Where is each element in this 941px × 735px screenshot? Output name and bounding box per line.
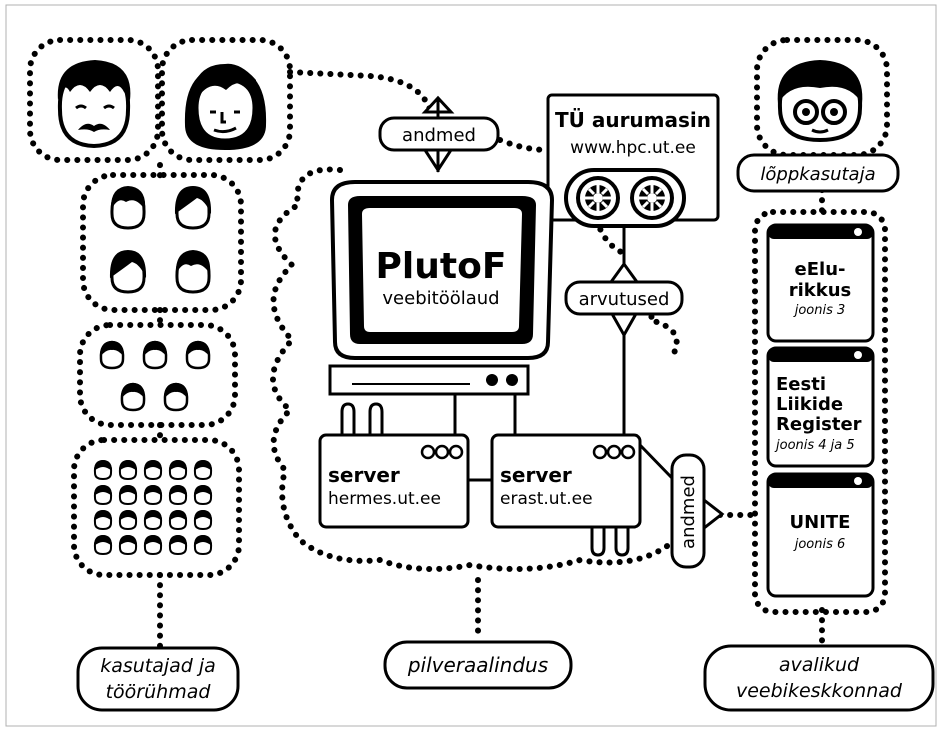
public-env-eelurikkus: eElu- rikkus joonis 3 bbox=[766, 223, 875, 343]
end-user-label: lõppkasutaja bbox=[736, 153, 900, 193]
unite-caption: joonis 6 bbox=[793, 537, 846, 552]
cloud-label-text: pilveraalindus bbox=[407, 653, 548, 677]
cloud-label: pilveraalindus bbox=[383, 640, 573, 690]
users-label-line2: töörühmad bbox=[106, 681, 212, 703]
public-envs-label-line1: avalikud bbox=[779, 654, 860, 676]
public-envs-label-line2: veebikeskkonnad bbox=[736, 680, 903, 702]
public-envs-label: avalikud veebikeskkonnad bbox=[703, 644, 935, 712]
elr-caption: joonis 4 ja 5 bbox=[774, 438, 855, 453]
user-team-icon bbox=[93, 459, 213, 555]
public-env-unite: UNITE joonis 6 bbox=[766, 472, 875, 598]
hpc-title: TÜ aurumasin bbox=[555, 108, 711, 132]
end-user-icon bbox=[777, 60, 863, 143]
eelurikkus-line1: eElu- bbox=[795, 259, 846, 280]
arvutused-tag: arvutused bbox=[564, 226, 684, 485]
outer-frame bbox=[5, 4, 937, 727]
elr-line1: Eesti bbox=[776, 374, 826, 395]
server-hermes-label: server bbox=[328, 463, 400, 487]
users-label: kasutajad ja töörühmad bbox=[76, 646, 240, 712]
andmed-right-tag: andmed bbox=[670, 453, 725, 569]
plutof-subtitle: veebitöölaud bbox=[382, 288, 499, 309]
andmed-top-label: andmed bbox=[402, 125, 476, 146]
server-hermes-host: hermes.ut.ee bbox=[328, 489, 441, 509]
server-erast-label: server bbox=[500, 463, 572, 487]
arvutused-label: arvutused bbox=[579, 289, 670, 310]
gear-icon bbox=[630, 176, 674, 220]
hpc-box: TÜ aurumasin www.hpc.ut.ee bbox=[546, 93, 720, 228]
eelurikkus-line2: rikkus bbox=[789, 280, 852, 301]
dotted-connectors bbox=[27, 37, 890, 651]
eelurikkus-caption: joonis 3 bbox=[793, 303, 846, 318]
user-man-icon bbox=[57, 60, 131, 149]
elr-line3: Register bbox=[776, 414, 862, 435]
end-user-label-text: lõppkasutaja bbox=[760, 164, 875, 185]
elr-line2: Liikide bbox=[776, 394, 843, 415]
server-erast: server erast.ut.ee bbox=[490, 433, 642, 557]
plutof-title: PlutoF bbox=[376, 246, 507, 287]
user-woman-icon bbox=[184, 63, 267, 150]
plutof-monitor: PlutoF veebitöölaud bbox=[328, 180, 555, 435]
server-erast-host: erast.ut.ee bbox=[500, 489, 593, 509]
andmed-right-label: andmed bbox=[678, 475, 699, 549]
users-label-line1: kasutajad ja bbox=[100, 655, 216, 677]
server-hermes: server hermes.ut.ee bbox=[318, 402, 470, 529]
public-env-eesti-liikide-register: Eesti Liikide Register joonis 4 ja 5 bbox=[766, 346, 875, 468]
user-group-5-icon bbox=[98, 339, 212, 412]
user-group-4-icon bbox=[108, 184, 213, 294]
andmed-top-tag: andmed bbox=[378, 95, 500, 173]
hpc-url: www.hpc.ut.ee bbox=[570, 138, 696, 158]
gear-icon bbox=[576, 176, 620, 220]
unite-line1: UNITE bbox=[790, 512, 851, 533]
